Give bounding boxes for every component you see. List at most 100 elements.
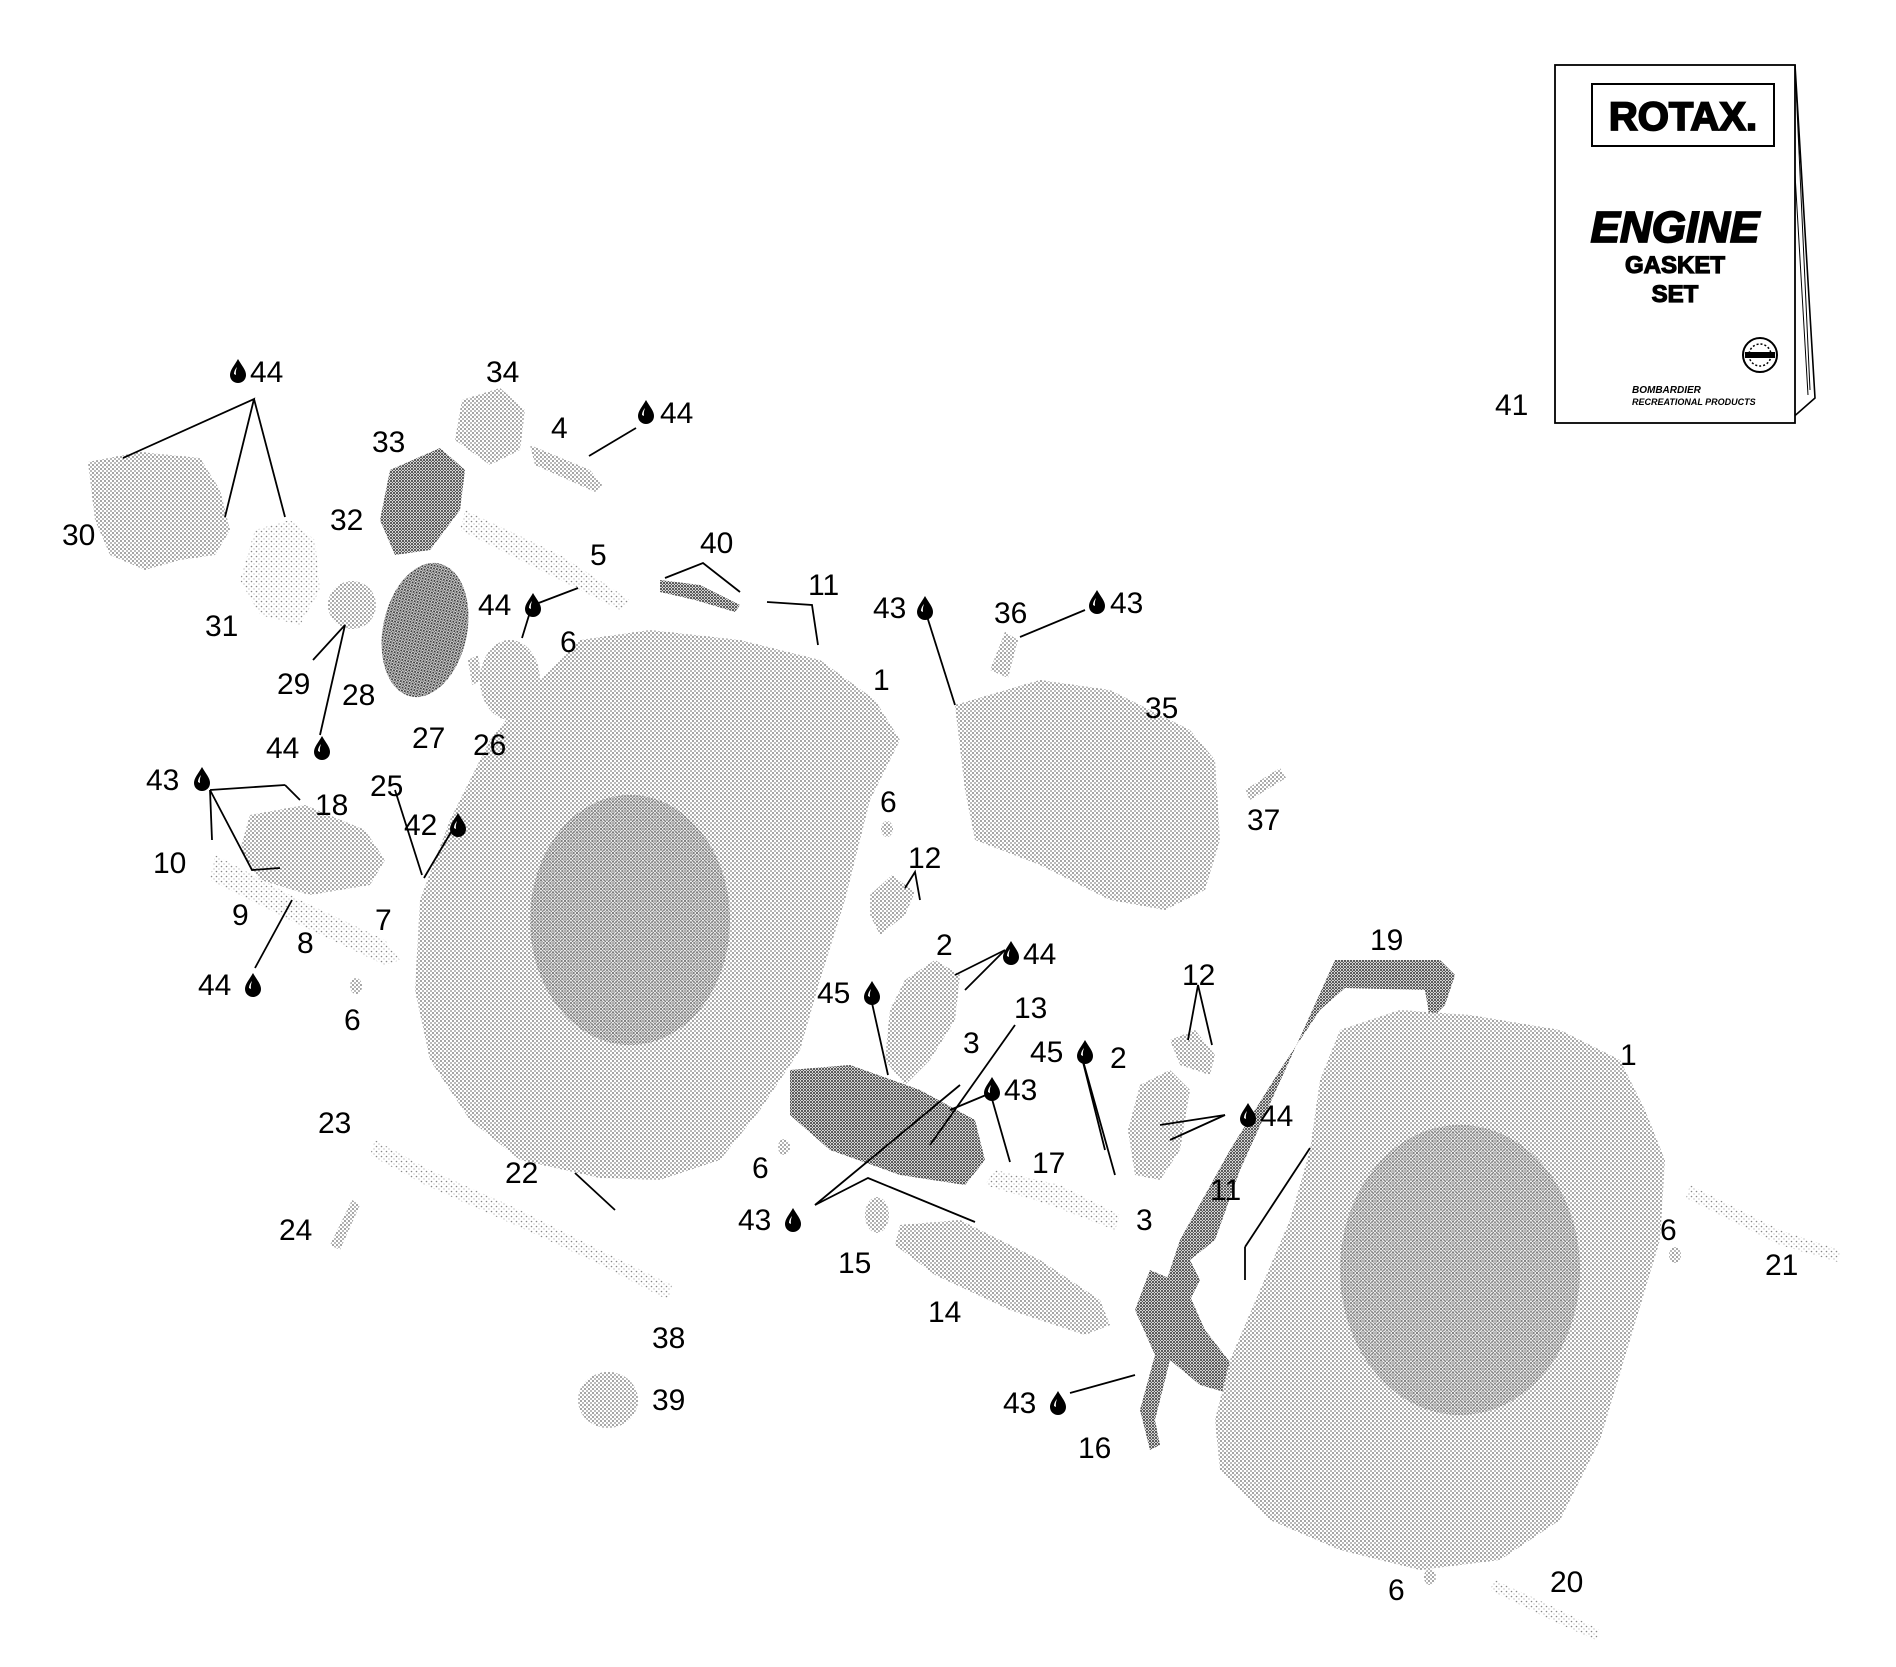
- label-26: 26: [473, 729, 506, 762]
- part-16-hose: [1135, 1270, 1240, 1450]
- oil-drop-icon: [1003, 941, 1019, 965]
- label-28: 28: [342, 679, 375, 712]
- label-37: 37: [1247, 804, 1280, 837]
- part-29-o-ring: [328, 581, 376, 629]
- part-1-crankcase-bore: [530, 795, 730, 1045]
- part-27-stud: [468, 655, 482, 685]
- label-6-c: 6: [344, 1004, 361, 1037]
- oil-drop-icon: [984, 1077, 1000, 1101]
- label-10: 10: [153, 847, 186, 880]
- part-15-bearing: [865, 1197, 889, 1233]
- part-24-screw: [330, 1200, 360, 1250]
- booklet-seal-icon: [1742, 337, 1778, 373]
- part-12-bracket-b: [1170, 1030, 1215, 1075]
- oil-drop-icon: [230, 359, 246, 383]
- part-6-dowel-b: [881, 821, 893, 837]
- oil-drop-icon: [1089, 590, 1105, 614]
- label-2-b: 2: [1110, 1042, 1127, 1075]
- label-44-f: 44: [1023, 938, 1056, 971]
- label-41: 41: [1495, 389, 1528, 422]
- label-16: 16: [1078, 1432, 1111, 1465]
- label-6-d: 6: [752, 1152, 769, 1185]
- oil-drop-icon: [1077, 1040, 1093, 1064]
- label-27: 27: [412, 722, 445, 755]
- label-6-f: 6: [1388, 1574, 1405, 1607]
- label-43-a: 43: [873, 592, 906, 625]
- label-25: 25: [370, 770, 403, 803]
- label-45-a: 45: [817, 977, 850, 1010]
- label-43-d: 43: [1004, 1074, 1037, 1107]
- label-38: 38: [652, 1322, 685, 1355]
- oil-drop-icon: [785, 1208, 801, 1232]
- part-39-plug: [578, 1372, 638, 1428]
- part-37-bolt: [1245, 768, 1286, 800]
- label-14: 14: [928, 1296, 961, 1329]
- part-12-bracket-a: [870, 875, 915, 935]
- part-labels: 30 44 34 4 44 33 32 31 29 28 44 27 26 44…: [62, 356, 1798, 1607]
- label-42: 42: [404, 809, 437, 842]
- oil-drop-icon: [245, 973, 261, 997]
- booklet-brand-box: [1591, 83, 1775, 147]
- booklet-footer2: RECREATIONAL PRODUCTS: [1632, 397, 1756, 407]
- label-13: 13: [1014, 992, 1047, 1025]
- part-32-tube: [460, 510, 630, 610]
- label-20: 20: [1550, 1566, 1583, 1599]
- label-31: 31: [205, 610, 238, 643]
- label-11-a: 11: [808, 569, 839, 602]
- part-9-shaft: [210, 855, 400, 965]
- booklet-line3: SET: [1652, 281, 1699, 308]
- part-14-connecting-rod: [895, 1220, 1110, 1335]
- part-28-reed-valve: [381, 562, 469, 698]
- part-21-stud: [1686, 1185, 1840, 1262]
- leader-lines: [122, 397, 1311, 1394]
- label-22: 22: [505, 1157, 538, 1190]
- part-36-gasket: [990, 632, 1018, 678]
- oil-drop-icon: [314, 736, 330, 760]
- part-19-tube: [1160, 960, 1455, 1310]
- label-30: 30: [62, 519, 95, 552]
- part-6-dowel-c: [350, 978, 362, 994]
- parts-layer: [88, 388, 1840, 1640]
- part-30-carburetor-body: [88, 452, 230, 570]
- label-6-e: 6: [1660, 1214, 1677, 1247]
- part-31-flange: [240, 520, 320, 625]
- part-1-crankcase-right-bore: [1340, 1125, 1580, 1415]
- label-43-e: 43: [738, 1204, 771, 1237]
- label-44-b: 44: [660, 397, 693, 430]
- label-12-b: 12: [1182, 959, 1215, 992]
- part-6-dowel-d: [778, 1139, 790, 1155]
- label-18: 18: [315, 789, 348, 822]
- booklet-line2: GASKET: [1625, 252, 1725, 279]
- label-12-a: 12: [908, 842, 941, 875]
- label-6-a: 6: [560, 626, 577, 659]
- label-6-b: 6: [880, 786, 897, 819]
- part-38-o-ring: [578, 1317, 638, 1357]
- part-23-stud: [370, 1140, 672, 1300]
- label-9: 9: [232, 899, 249, 932]
- label-23: 23: [318, 1107, 351, 1140]
- label-43-b: 43: [1110, 587, 1143, 620]
- oil-drop-icon: [1240, 1103, 1256, 1127]
- oil-drop-icon: [1050, 1391, 1066, 1415]
- part-17-shaft: [985, 1170, 1120, 1230]
- label-21: 21: [1765, 1249, 1798, 1282]
- label-7: 7: [375, 904, 392, 937]
- label-40: 40: [700, 527, 733, 560]
- oil-drop-icon: [525, 593, 541, 617]
- part-6-dowel-e: [1669, 1247, 1681, 1263]
- oil-drop-icon: [194, 767, 210, 791]
- oil-drop-icon: [864, 981, 880, 1005]
- label-3-b: 3: [1136, 1204, 1153, 1237]
- part-6-dowel-f: [1424, 1569, 1436, 1585]
- booklet-line1: ENGINE: [1591, 203, 1761, 252]
- label-29: 29: [277, 668, 310, 701]
- label-39: 39: [652, 1384, 685, 1417]
- label-35: 35: [1145, 692, 1178, 725]
- part-2-seal-a: [885, 960, 960, 1085]
- gasket-set-booklet: ROTAX. ENGINE GASKET SET BOMBARDIER RECR…: [1554, 64, 1816, 424]
- label-36: 36: [994, 597, 1027, 630]
- label-44-g: 44: [1260, 1100, 1293, 1133]
- label-1-a: 1: [873, 664, 890, 697]
- part-2-seal-b: [1128, 1070, 1190, 1180]
